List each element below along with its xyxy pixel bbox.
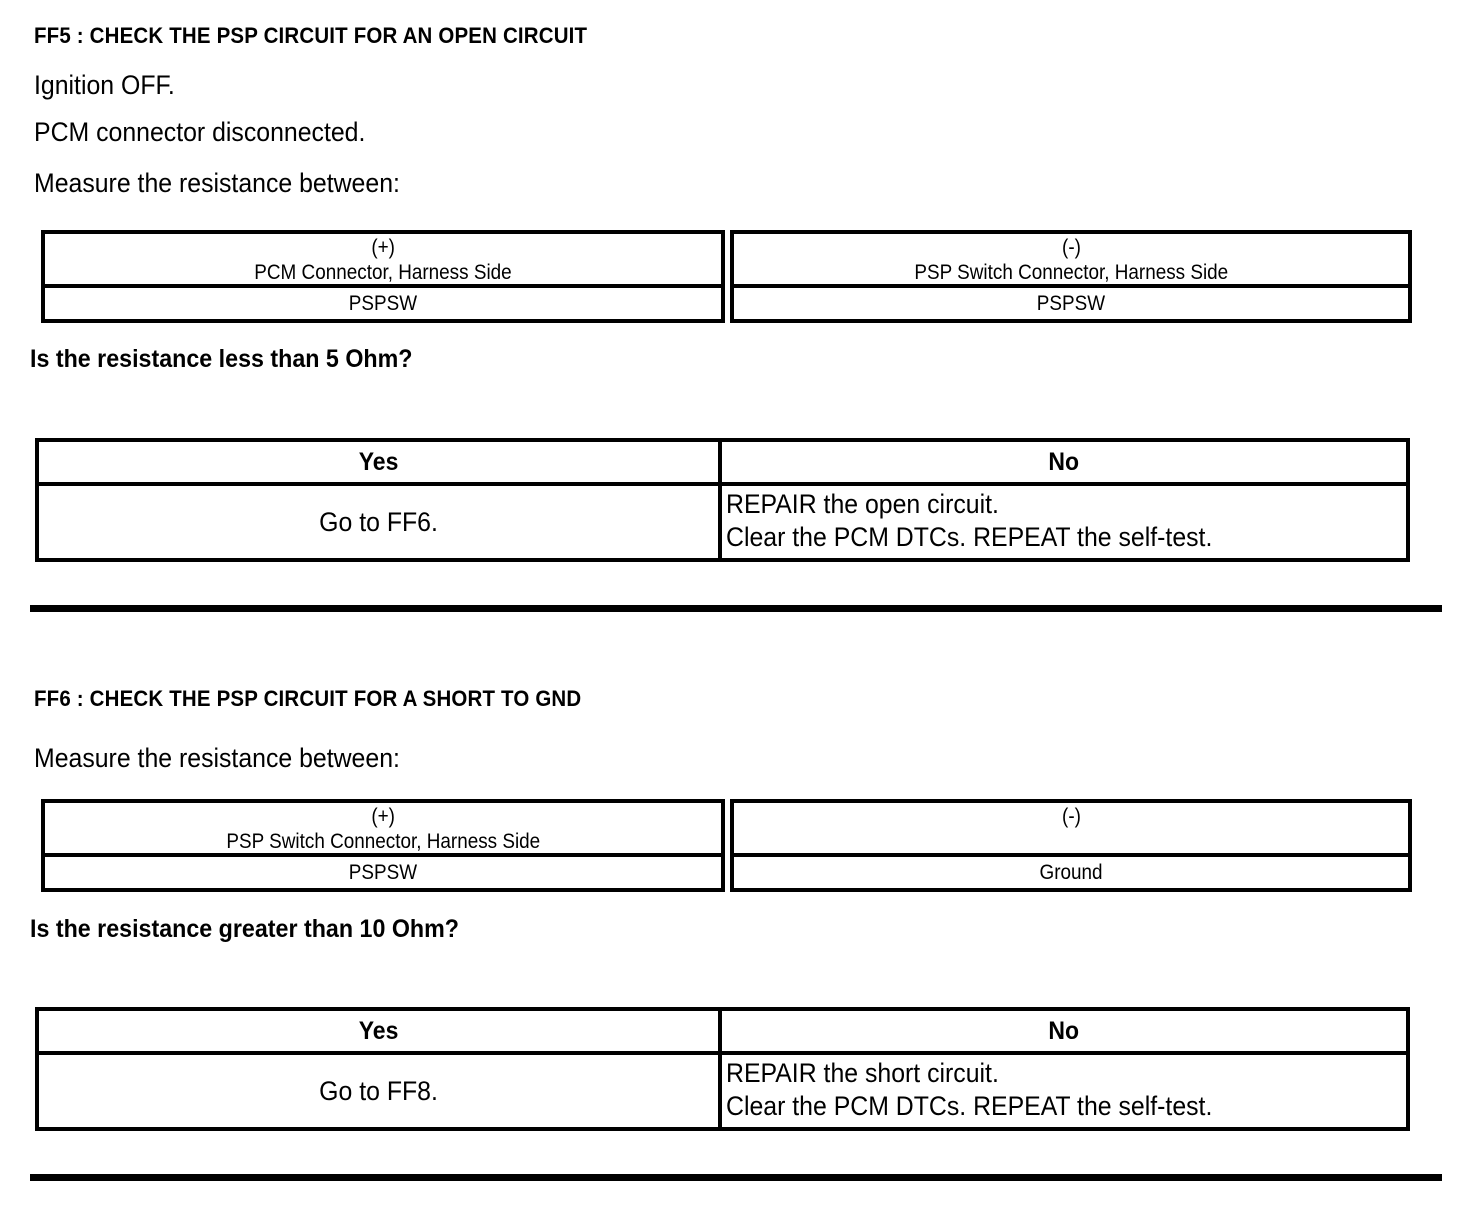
answer-yes-header-ff5: Yes <box>39 442 722 482</box>
answer-header-row-ff6: Yes No <box>39 1011 1406 1055</box>
precondition-ignition-off: Ignition OFF. <box>34 70 175 100</box>
answer-yes-action-ff5[interactable]: Go to FF6. <box>39 486 722 558</box>
polarity-negative-label-ff6: (-) <box>1061 805 1081 828</box>
answer-no-action-ff6: REPAIR the short circuit. Clear the PCM … <box>722 1055 1406 1127</box>
measurement-negative-ff6: (-) Ground <box>730 799 1412 892</box>
question-ff6: Is the resistance greater than 10 Ohm? <box>30 915 459 943</box>
measurement-positive-pin-ff5: PSPSW <box>348 291 418 315</box>
polarity-positive-label-ff6: (+) <box>371 805 395 828</box>
measurement-table-ff5: (+) PCM Connector, Harness Side PSPSW (-… <box>41 230 1412 323</box>
negative-location-label: PSP Switch Connector, Harness Side <box>914 261 1228 284</box>
measurement-positive-header-ff5: (+) PCM Connector, Harness Side <box>45 234 721 288</box>
answer-no-action-ff5: REPAIR the open circuit. Clear the PCM D… <box>722 486 1406 558</box>
polarity-negative-label: (-) <box>1061 236 1081 259</box>
answer-yes-action-ff6[interactable]: Go to FF8. <box>39 1055 722 1127</box>
answer-no-action-line-2-ff6: Clear the PCM DTCs. REPEAT the self-test… <box>726 1091 1213 1121</box>
precondition-pcm-disconnected: PCM connector disconnected. <box>34 117 366 147</box>
answer-no-header-ff6: No <box>1048 1016 1080 1045</box>
section-title-ff5: FF5 : CHECK THE PSP CIRCUIT FOR AN OPEN … <box>34 23 588 48</box>
positive-location-label-ff6: PSP Switch Connector, Harness Side <box>226 830 540 853</box>
answer-body-row-ff6: Go to FF8. REPAIR the short circuit. Cle… <box>39 1055 1406 1127</box>
measurement-negative-header-ff6: (-) <box>734 803 1408 857</box>
measurement-negative-header-ff5: (-) PSP Switch Connector, Harness Side <box>734 234 1408 288</box>
section-divider-2 <box>30 1174 1442 1181</box>
question-ff5: Is the resistance less than 5 Ohm? <box>30 345 413 373</box>
measurement-negative-pin-ff6: Ground <box>1039 860 1103 884</box>
answer-no-action-line-1-ff6: REPAIR the short circuit. <box>726 1058 999 1088</box>
instruction-measure-ff5: Measure the resistance between: <box>34 168 400 198</box>
measurement-positive-ff6: (+) PSP Switch Connector, Harness Side P… <box>41 799 725 892</box>
polarity-positive-label: (+) <box>371 236 395 259</box>
answer-header-row-ff5: Yes No <box>39 442 1406 486</box>
measurement-positive-ff5: (+) PCM Connector, Harness Side PSPSW <box>41 230 725 323</box>
measurement-positive-pin-ff6: PSPSW <box>348 860 418 884</box>
answer-no-action-line-1-ff5: REPAIR the open circuit. <box>726 489 999 519</box>
measurement-table-ff6: (+) PSP Switch Connector, Harness Side P… <box>41 799 1412 892</box>
measurement-positive-header-ff6: (+) PSP Switch Connector, Harness Side <box>45 803 721 857</box>
answer-no-action-line-2-ff5: Clear the PCM DTCs. REPEAT the self-test… <box>726 522 1213 552</box>
section-title-ff6: FF6 : CHECK THE PSP CIRCUIT FOR A SHORT … <box>34 686 582 711</box>
answer-body-row-ff5: Go to FF6. REPAIR the open circuit. Clea… <box>39 486 1406 558</box>
answer-no-header-ff5: No <box>1048 447 1080 476</box>
answer-yes-header-ff6: Yes <box>39 1011 722 1051</box>
instruction-measure-ff6: Measure the resistance between: <box>34 743 400 773</box>
section-divider-1 <box>30 605 1442 612</box>
answer-table-ff6: Yes No Go to FF8. REPAIR the short circu… <box>35 1007 1410 1131</box>
measurement-negative-ff5: (-) PSP Switch Connector, Harness Side P… <box>730 230 1412 323</box>
measurement-negative-pin-ff5: PSPSW <box>1036 291 1106 315</box>
positive-location-label: PCM Connector, Harness Side <box>254 261 512 284</box>
answer-table-ff5: Yes No Go to FF6. REPAIR the open circui… <box>35 438 1410 562</box>
